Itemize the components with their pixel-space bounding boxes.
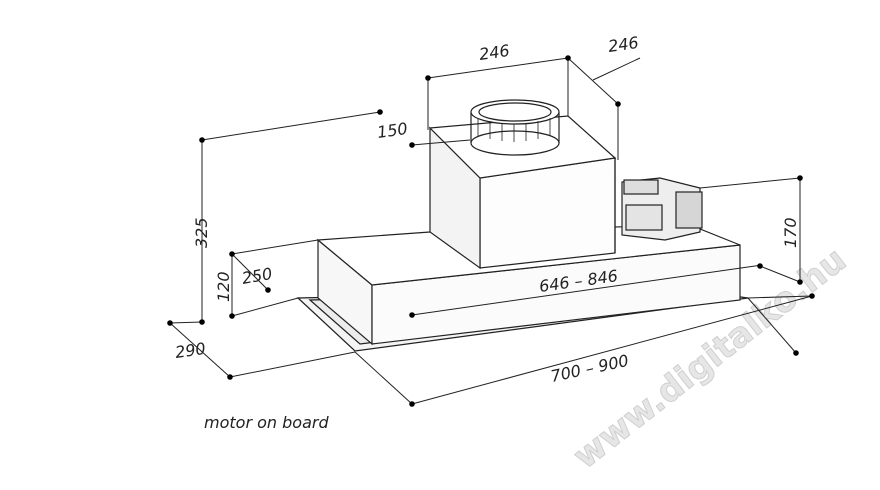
label-top-width: 246 [478, 41, 511, 64]
label-collar: 150 [376, 119, 409, 142]
label-body-depth: 250 [240, 264, 273, 288]
label-top-depth: 246 [607, 33, 640, 56]
hood-illustration [296, 99, 749, 352]
dimension-lines [169, 57, 813, 405]
label-total-height: 325 [192, 217, 211, 248]
label-outer-depth: 290 [174, 339, 207, 362]
duct-collar [470, 99, 560, 156]
caption: motor on board [204, 413, 329, 432]
label-motor-height: 170 [781, 217, 800, 248]
motor-unit [621, 177, 703, 241]
label-body-height: 120 [214, 271, 233, 302]
dimension-dots [167, 55, 815, 407]
